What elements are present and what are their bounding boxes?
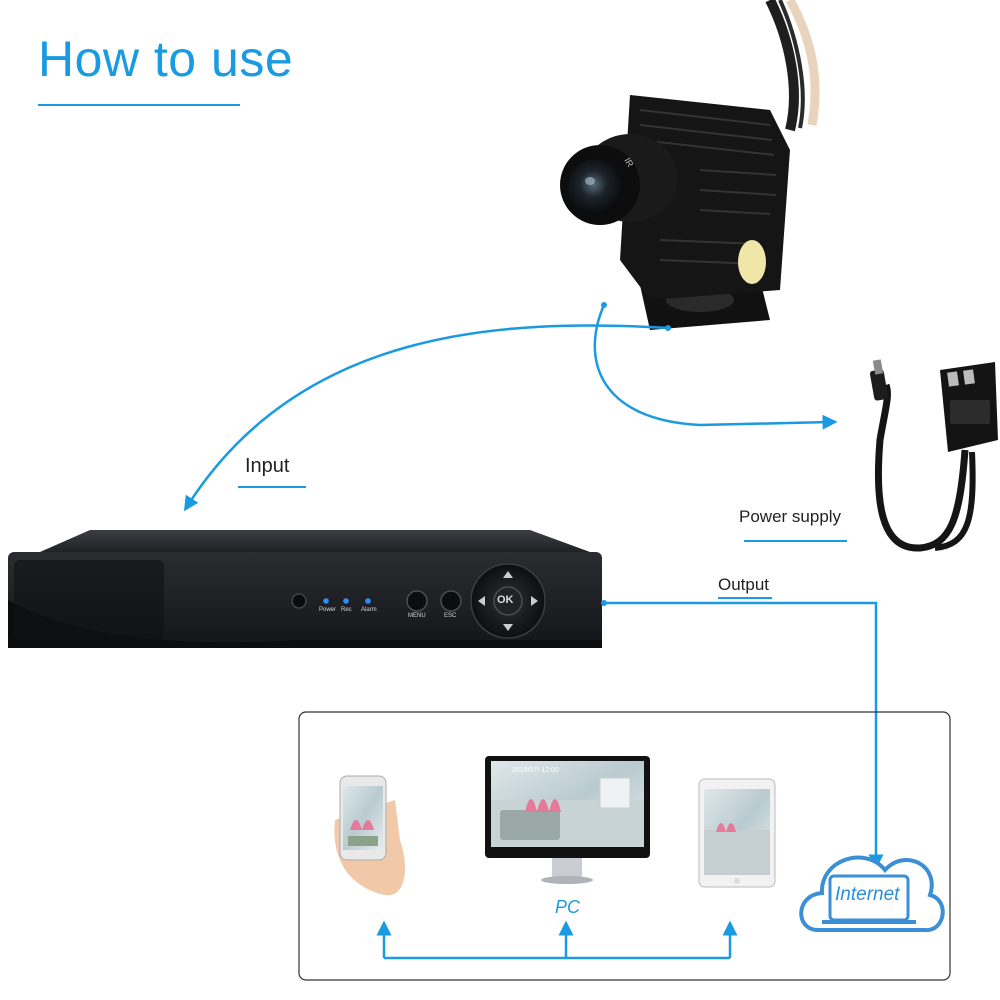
power-led-label: Power xyxy=(319,607,337,613)
ok-button-label: OK xyxy=(497,594,514,606)
tablet xyxy=(698,778,776,888)
camera-cable-tan xyxy=(786,0,820,126)
esc-button xyxy=(440,590,462,612)
input-label-underline xyxy=(238,486,306,488)
alarm-led xyxy=(365,598,371,604)
camera-lens xyxy=(568,159,624,215)
power-supply-underline xyxy=(744,540,847,542)
menu-button xyxy=(406,590,428,612)
input-arrow xyxy=(183,324,669,512)
dpad-up-icon xyxy=(503,571,513,578)
clients-box xyxy=(298,711,951,981)
dpad-right-icon xyxy=(531,596,538,606)
power-led xyxy=(323,598,329,604)
power-adapter xyxy=(869,359,998,552)
power-arrow xyxy=(593,304,838,430)
connections xyxy=(183,304,884,960)
pc-label: PC xyxy=(555,897,581,917)
alarm-led-label: Alarm xyxy=(361,607,377,613)
dpad-left-icon xyxy=(478,596,485,606)
rec-led xyxy=(343,598,349,604)
smartphone xyxy=(334,775,405,896)
dvr-recorder xyxy=(8,530,602,648)
pc-monitor: 2019/07/ 12:00 xyxy=(485,756,650,884)
camera-cable-black xyxy=(765,0,799,132)
menu-button-label: MENU xyxy=(408,613,426,619)
dpad-down-icon xyxy=(503,624,513,631)
rec-led-label: Rec xyxy=(341,607,352,613)
output-label: Output xyxy=(718,575,770,594)
power-supply-label: Power supply xyxy=(739,507,842,526)
output-arrow xyxy=(604,601,884,870)
adapter-cord xyxy=(874,383,969,552)
input-label: Input xyxy=(245,455,290,477)
dc-plug xyxy=(869,369,889,401)
ir-receiver xyxy=(291,593,307,609)
output-label-underline xyxy=(718,597,772,599)
ok-button xyxy=(493,586,523,616)
title-underline xyxy=(38,104,240,106)
qc-sticker xyxy=(738,240,766,284)
page-title: How to use xyxy=(38,31,294,87)
internet-label: Internet xyxy=(835,884,900,905)
internet-cloud-icon xyxy=(799,855,945,932)
esc-button-label: ESC xyxy=(444,613,457,619)
dvr-top xyxy=(40,530,590,552)
monitor-stand xyxy=(552,858,582,878)
monitor-timestamp: 2019/07/ 12:00 xyxy=(512,767,559,774)
camera: IR xyxy=(560,0,820,330)
